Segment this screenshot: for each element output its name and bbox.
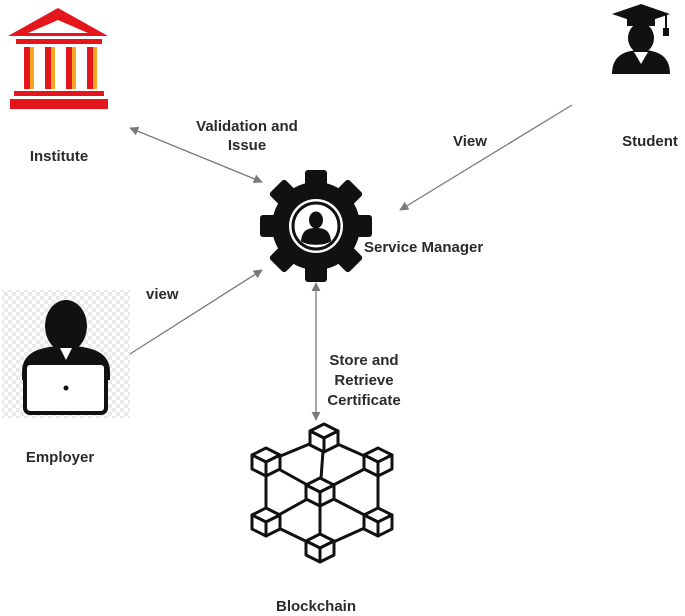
blockchain-cube [304, 476, 336, 508]
blockchain-cube [308, 422, 340, 454]
edge-label-validation-line2: Issue [227, 137, 267, 154]
edge-label-student-view: View [453, 133, 487, 150]
edge-label-validation-line1: Validation and [196, 118, 298, 135]
edge-student-service [399, 104, 573, 211]
edge-label-store-line2: Retrieve [334, 372, 394, 389]
service-manager-label: Service Manager [364, 239, 484, 256]
edge-institute-service [129, 126, 263, 184]
employer-label: Employer [25, 449, 95, 466]
blockchain-cube [304, 532, 336, 564]
blockchain-label: Blockchain [275, 598, 357, 615]
edge-employer-service [129, 269, 263, 355]
institute-label: Institute [29, 148, 89, 165]
gear-person-icon [260, 170, 372, 282]
institute-building-icon [8, 8, 108, 109]
blockchain-cube [362, 446, 394, 478]
blockchain-cube [250, 446, 282, 478]
edge-label-store-line1: Store and [329, 352, 399, 369]
edge-label-employer-view: view [146, 286, 179, 303]
blockchain-cubes-icon [250, 422, 394, 564]
graduate-student-icon [612, 4, 670, 74]
employer-laptop-icon [2, 290, 130, 418]
blockchain-cube [362, 506, 394, 538]
student-label: Student [622, 133, 678, 150]
blockchain-cube [250, 506, 282, 538]
edge-label-store-line3: Certificate [327, 392, 401, 409]
